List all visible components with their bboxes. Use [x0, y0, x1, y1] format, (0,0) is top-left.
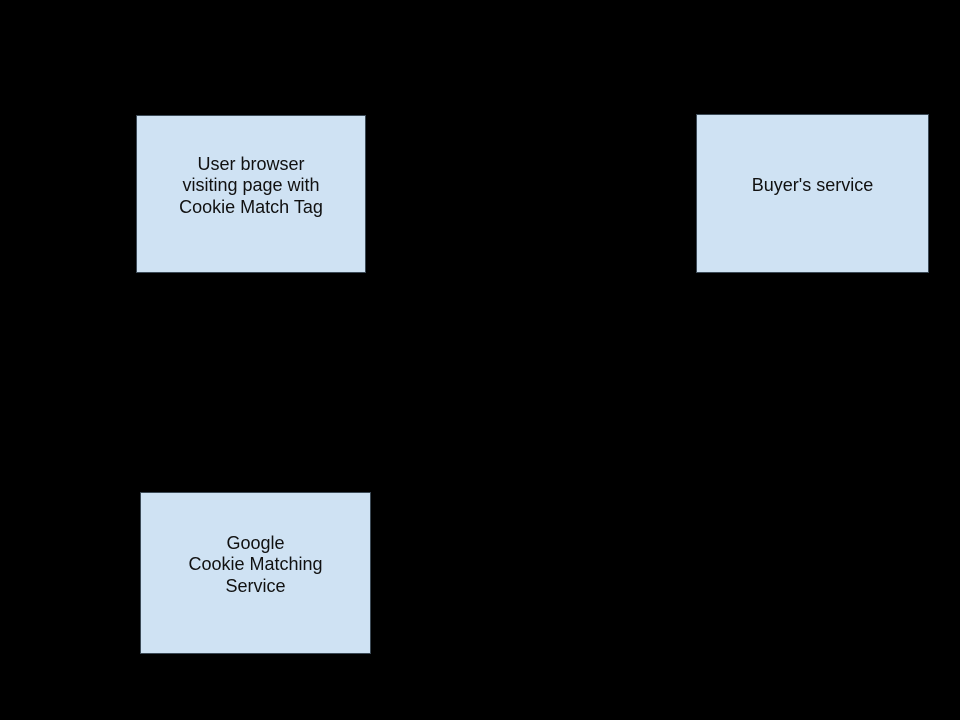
node-buyers-service: Buyer's service: [696, 114, 929, 273]
node-user-browser: User browser visiting page with Cookie M…: [136, 115, 366, 273]
node-google-cookie-matching-service: Google Cookie Matching Service: [140, 492, 371, 654]
node-user-browser-label: User browser visiting page with Cookie M…: [179, 153, 323, 217]
node-google-cookie-matching-service-label: Google Cookie Matching Service: [188, 532, 323, 596]
node-buyers-service-label: Buyer's service: [751, 174, 874, 195]
